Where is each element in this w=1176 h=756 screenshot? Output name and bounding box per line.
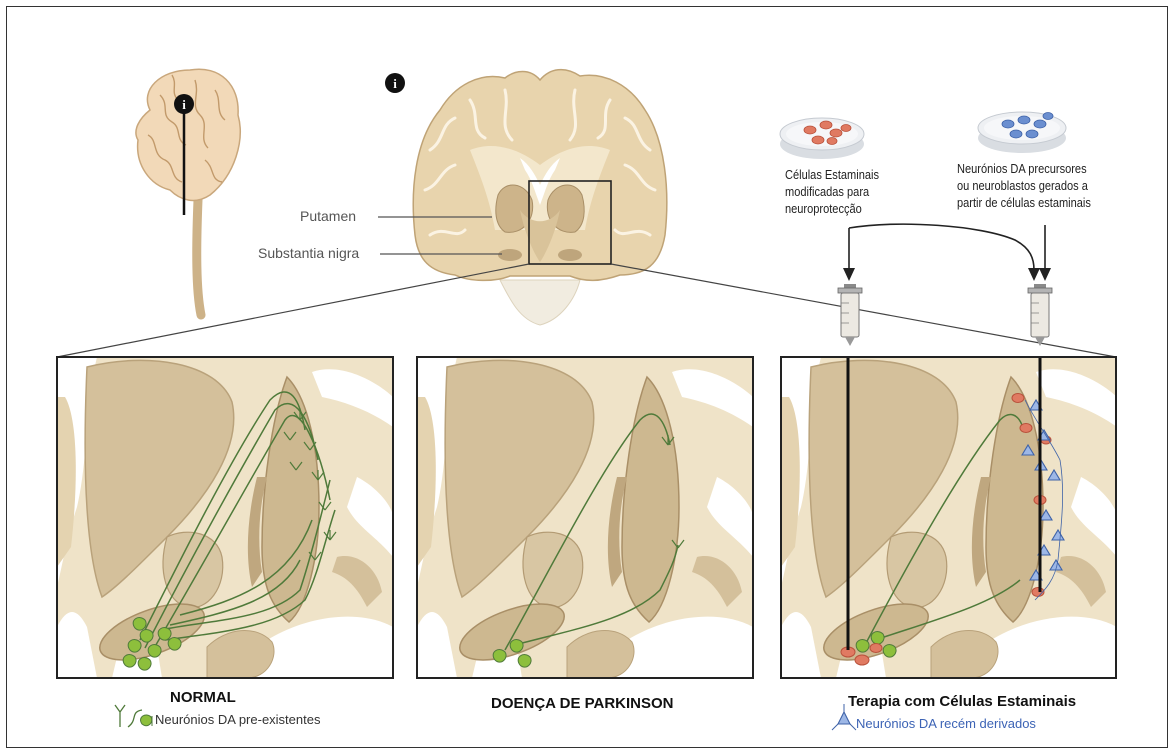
syringe-left bbox=[838, 284, 862, 346]
syringe-right bbox=[1028, 284, 1052, 346]
right-dish-line-3: partir de células estaminais bbox=[957, 194, 1091, 211]
petri-dish-red bbox=[780, 118, 864, 159]
panel-parkinson bbox=[417, 357, 753, 678]
left-dish-line-2: modificadas para bbox=[785, 183, 879, 200]
therapy-title: Terapia com Células Estaminais bbox=[848, 693, 1076, 710]
delivery-arrows bbox=[849, 224, 1045, 270]
right-dish-line-1: Neurónios DA precursores bbox=[957, 160, 1091, 177]
left-dish-line-1: Células Estaminais bbox=[785, 166, 879, 183]
panel-therapy bbox=[781, 346, 1117, 678]
parkinson-title: DOENÇA DE PARKINSON bbox=[491, 695, 674, 712]
marker-mid-label: i bbox=[393, 76, 397, 91]
therapy-legend: Neurónios DA recém derivados bbox=[856, 716, 1036, 731]
left-dish-caption: Células Estaminais modificadas para neur… bbox=[785, 166, 879, 217]
marker-left-label: i bbox=[182, 97, 186, 112]
right-dish-caption: Neurónios DA precursores ou neuroblastos… bbox=[957, 160, 1091, 211]
panel-normal bbox=[57, 357, 393, 678]
neuron-legend-green-icon bbox=[115, 705, 152, 727]
coronal-brain-section bbox=[385, 70, 667, 325]
whole-brain-illustration bbox=[136, 69, 240, 315]
right-dish-line-2: ou neuroblastos gerados a bbox=[957, 177, 1091, 194]
substantia-nigra-label: Substantia nigra bbox=[258, 245, 359, 261]
petri-dish-blue bbox=[978, 112, 1066, 153]
arrow-heads bbox=[843, 268, 1051, 281]
normal-legend: Neurónios DA pre-existentes bbox=[155, 712, 320, 727]
normal-title: NORMAL bbox=[170, 689, 236, 706]
left-dish-line-3: neuroprotecção bbox=[785, 200, 879, 217]
putamen-label: Putamen bbox=[300, 208, 356, 224]
